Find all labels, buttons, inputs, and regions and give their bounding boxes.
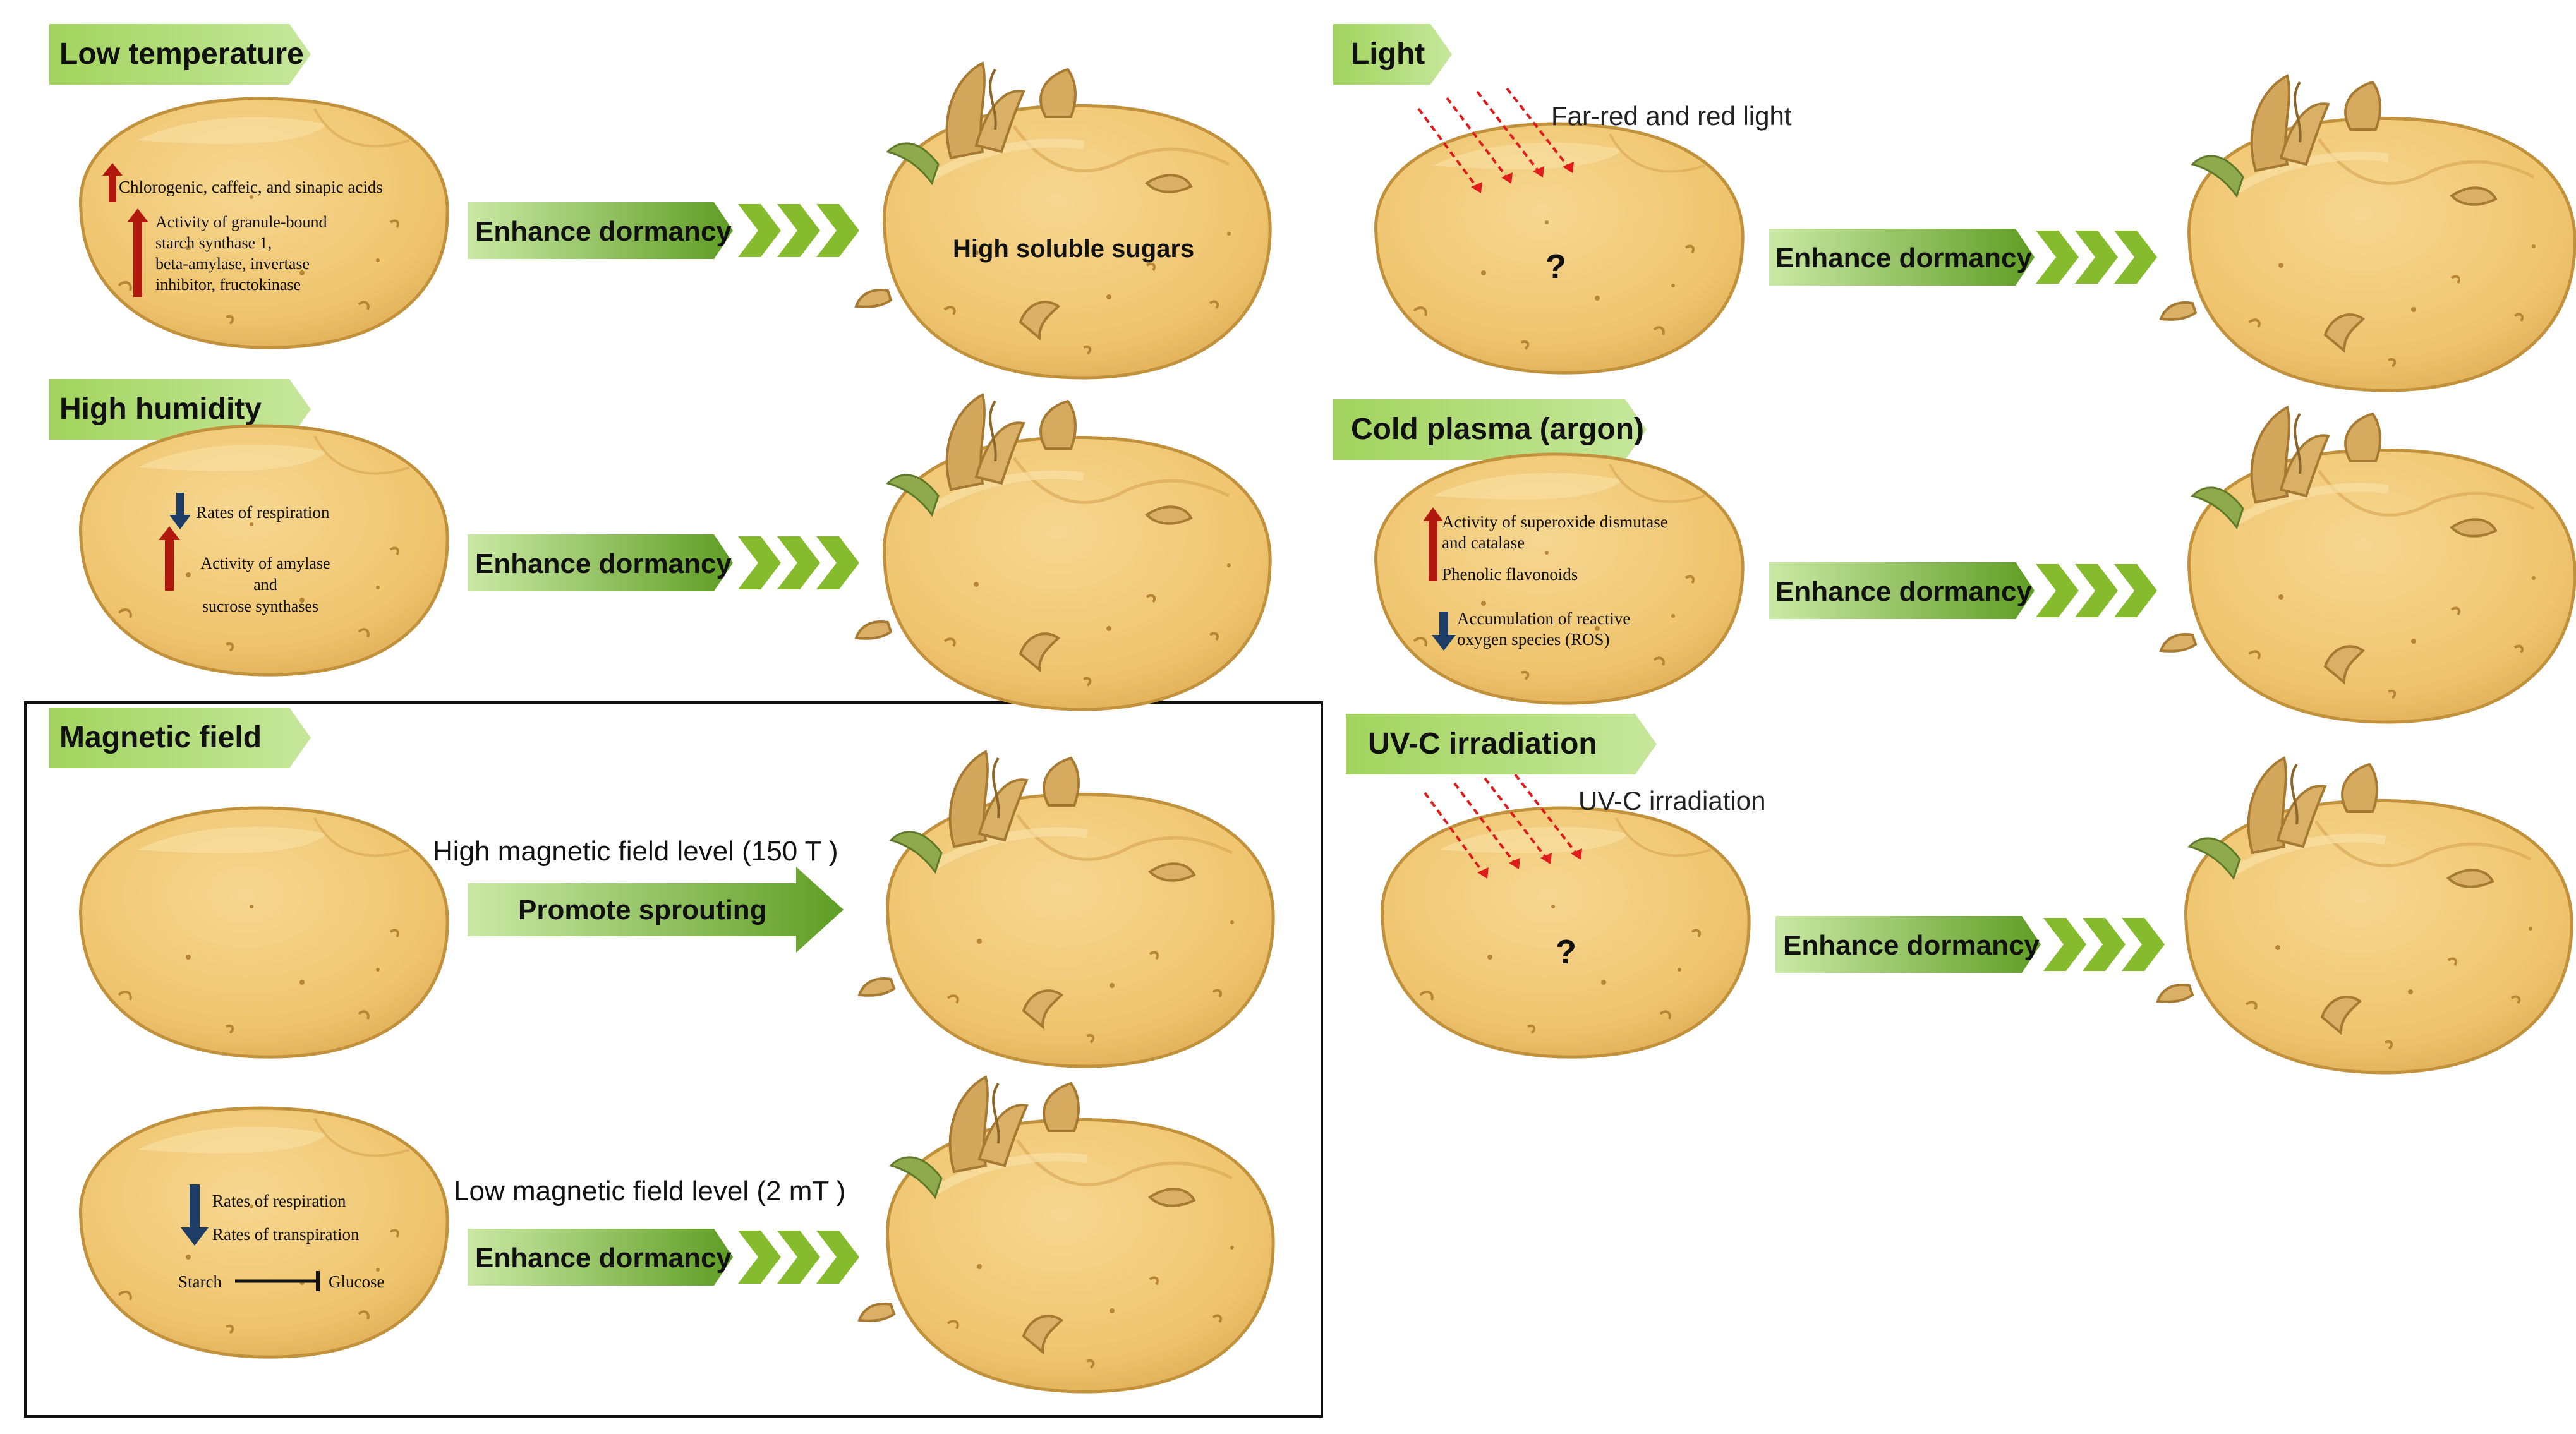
section-cold-plasma: Cold plasma (argon) Activity of superoxi… [1333, 399, 2575, 722]
uvc-rays [1424, 773, 1580, 876]
light-unknown: ? [1545, 248, 1566, 286]
chevron [2083, 918, 2126, 971]
uvc-tag [1346, 714, 1657, 774]
cold-plasma-down-1-line-1: Accumulation of reactive [1457, 609, 1630, 628]
enhance-dormancy-arrow [468, 202, 733, 259]
sprouting-potato-image [2161, 76, 2575, 390]
uvc-arrow-label: Enhance dormancy [1783, 930, 2040, 961]
sprouting-potato-image [859, 752, 1273, 1066]
chevron [738, 204, 781, 257]
section-low-temperature: Low temperature Chlorogenic, caffeic, an… [49, 24, 1270, 378]
cold-plasma-arrow-label: Enhance dormancy [1775, 576, 2032, 607]
cold-plasma-title: Cold plasma (argon) [1351, 413, 1644, 446]
decrease-arrow [1432, 612, 1456, 651]
section-magnetic-field: Magnetic field High magnetic field level… [49, 708, 1273, 1392]
sprouting-potato-image [856, 395, 1270, 709]
high-humidity-up-1-line-2: and [253, 575, 277, 594]
low-temperature-result: High soluble sugars [953, 235, 1194, 263]
section-high-humidity: High humidity Rates of respiration Activ… [49, 379, 1270, 709]
enhance-dormancy-arrow [1769, 562, 2035, 619]
light-tag [1333, 24, 1452, 85]
light-arrow-label: Enhance dormancy [1775, 243, 2032, 274]
magnetic-low-level-label: Low magnetic field level (2 mT ) [454, 1176, 845, 1207]
chevron [2122, 918, 2165, 971]
low-temperature-up-2-line-4: inhibitor, fructokinase [155, 275, 301, 294]
magnetic-field-tag [49, 708, 311, 768]
low-temperature-up-2-line-2: starch synthase 1, [155, 234, 272, 252]
chevron [816, 1231, 859, 1284]
magnetic-low-arrow-label: Enhance dormancy [475, 1243, 732, 1274]
chevron [2075, 231, 2118, 284]
low-temperature-up-1: Chlorogenic, caffeic, and sinapic acids [119, 178, 383, 196]
magnetic-field-frame [24, 701, 1323, 1418]
enhance-dormancy-arrow [468, 1229, 733, 1286]
section-uvc: UV-C irradiation UV-C irradiation ? Enha… [1346, 714, 2572, 1073]
sprouting-potato-image [859, 1077, 1273, 1392]
low-temperature-arrow-label: Enhance dormancy [475, 216, 732, 247]
low-temperature-tag [49, 24, 311, 85]
chevron [816, 536, 859, 589]
chevron [777, 204, 820, 257]
potato-image [81, 426, 448, 675]
inhibit-from-label: Starch [178, 1272, 222, 1291]
low-temperature-title: Low temperature [59, 37, 304, 71]
light-rays [1417, 87, 1571, 191]
enhance-dormancy-arrow [1775, 916, 2041, 973]
potato-image [81, 808, 448, 1057]
cold-plasma-down-1-line-2: oxygen species (ROS) [1457, 630, 1609, 649]
high-humidity-up-1-line-3: sucrose synthases [202, 597, 318, 615]
magnetic-field-title: Magnetic field [59, 721, 262, 754]
magnetic-high-arrow-label: Promote sprouting [518, 895, 767, 925]
section-light: Light Far-red and red light ? Enhance do… [1333, 24, 2575, 390]
sprouting-potato-image [2158, 758, 2572, 1073]
chevron [738, 1231, 781, 1284]
increase-arrow [1423, 507, 1443, 581]
chevron [2043, 918, 2086, 971]
chevron [2075, 564, 2118, 617]
high-humidity-down-1: Rates of respiration [196, 503, 330, 522]
promote-sprouting-arrow [468, 867, 844, 953]
increase-arrow [127, 208, 148, 297]
chevron [816, 204, 859, 257]
light-title: Light [1351, 37, 1425, 71]
chevron [2036, 231, 2079, 284]
light-note: Far-red and red light [1551, 101, 1792, 131]
uvc-note: UV-C irradiation [1578, 786, 1765, 816]
high-humidity-arrow-label: Enhance dormancy [475, 548, 732, 579]
decrease-arrow [169, 493, 191, 529]
chevron [2114, 231, 2157, 284]
low-temperature-up-2-line-1: Activity of granule-bound [155, 213, 327, 231]
chevron [777, 536, 820, 589]
increase-arrow [102, 163, 123, 202]
sprouting-potato-image [856, 63, 1270, 378]
cold-plasma-up-1-line-2: and catalase [1442, 533, 1525, 552]
chevron [2114, 564, 2157, 617]
high-humidity-up-1-line-1: Activity of amylase [200, 554, 330, 572]
uvc-ray-heads [1477, 848, 1582, 879]
uvc-title: UV-C irradiation [1368, 727, 1597, 761]
cold-plasma-up-2: Phenolic flavonoids [1442, 565, 1578, 584]
enhance-dormancy-arrow [1769, 229, 2035, 286]
magnetic-high-level-label: High magnetic field level (150 T ) [433, 836, 838, 867]
magnetic-low-down-1: Rates of respiration [212, 1191, 346, 1210]
high-humidity-title: High humidity [59, 392, 262, 426]
chevron [738, 536, 781, 589]
cold-plasma-tag [1333, 399, 1647, 460]
magnetic-low-down-2: Rates of transpiration [212, 1225, 360, 1244]
uvc-unknown: ? [1556, 933, 1576, 971]
sprouting-potato-image [2161, 407, 2575, 722]
low-temperature-up-2-line-3: beta-amylase, invertase [155, 255, 310, 273]
increase-arrow [159, 526, 180, 591]
chevron [777, 1231, 820, 1284]
chevron [2036, 564, 2079, 617]
enhance-dormancy-arrow [468, 534, 733, 591]
decrease-arrow [181, 1184, 209, 1246]
light-ray-heads [1471, 162, 1574, 193]
inhibit-to-label: Glucose [329, 1272, 384, 1291]
cold-plasma-up-1-line-1: Activity of superoxide dismutase [1442, 512, 1668, 531]
